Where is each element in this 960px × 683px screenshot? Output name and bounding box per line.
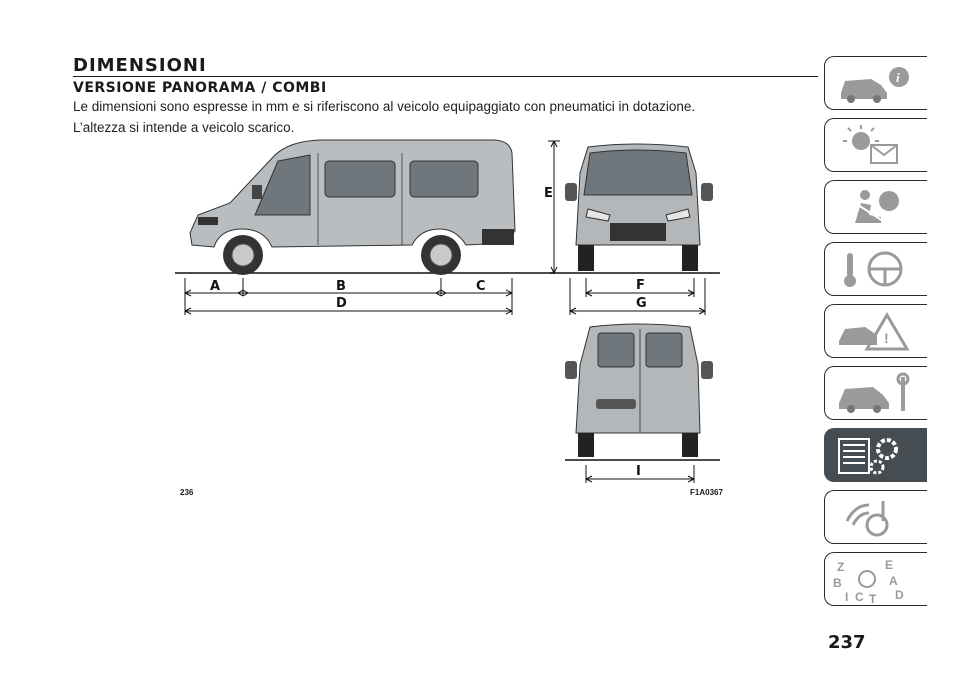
rear-dimension-lines [585,465,695,483]
side-dimension-lines [184,278,513,315]
tab-safety[interactable] [824,180,927,234]
dimension-label-a: A [210,279,220,294]
tab-starting-driving[interactable] [824,242,927,296]
specs-gears-icon [838,438,898,475]
airbag-seat-icon [854,190,899,223]
dimension-label-i: I [636,464,641,479]
dimension-label-d: D [336,296,347,311]
svg-text:I: I [845,590,848,604]
steering-wheel-icon [844,251,903,287]
svg-text:C: C [855,590,864,604]
subtitle: VERSIONE PANORAMA / COMBI [73,80,327,96]
rear-view-van [565,323,720,461]
dimension-label-c: C [476,279,486,294]
svg-text:Z: Z [837,560,844,574]
svg-text:i: i [896,70,900,85]
dimension-label-g: G [636,296,647,311]
dimension-label-b: B [336,279,346,294]
figure-number: 236 [180,488,194,497]
dashboard-lights-icon [843,125,898,164]
car-wrench-icon [839,372,910,413]
side-view-van [175,139,555,275]
tab-maintenance[interactable] [824,366,927,420]
title-rule [73,76,818,77]
van-dimensions-figure: A B C D E F G [175,139,720,483]
svg-text:D: D [895,588,904,602]
front-dimension-lines [548,140,706,315]
dimension-label-e: E [544,186,553,201]
svg-text:B: B [833,576,842,590]
tab-vehicle-info[interactable]: i [824,56,927,110]
svg-text:!: ! [884,330,889,346]
dimension-label-f: F [636,278,645,293]
svg-text:E: E [885,558,893,572]
tab-multimedia[interactable] [824,490,927,544]
warning-triangle-car-icon: ! [839,312,910,351]
description-line: L’altezza si intende a veicolo scarico. [73,120,295,135]
svg-text:A: A [889,574,898,588]
multimedia-icon [845,501,889,537]
car-info-icon: i [841,67,909,103]
page-number: 237 [828,632,866,653]
tab-technical-data[interactable] [824,428,927,482]
section-title: DIMENSIONI [73,55,207,76]
figure-code: F1A0367 [690,488,723,497]
tab-emergency[interactable]: ! [824,304,927,358]
svg-text:T: T [869,592,877,605]
description-line: Le dimensioni sono espresse in mm e si r… [73,99,696,114]
tab-dashboard[interactable] [824,118,927,172]
front-view-van [550,143,720,274]
